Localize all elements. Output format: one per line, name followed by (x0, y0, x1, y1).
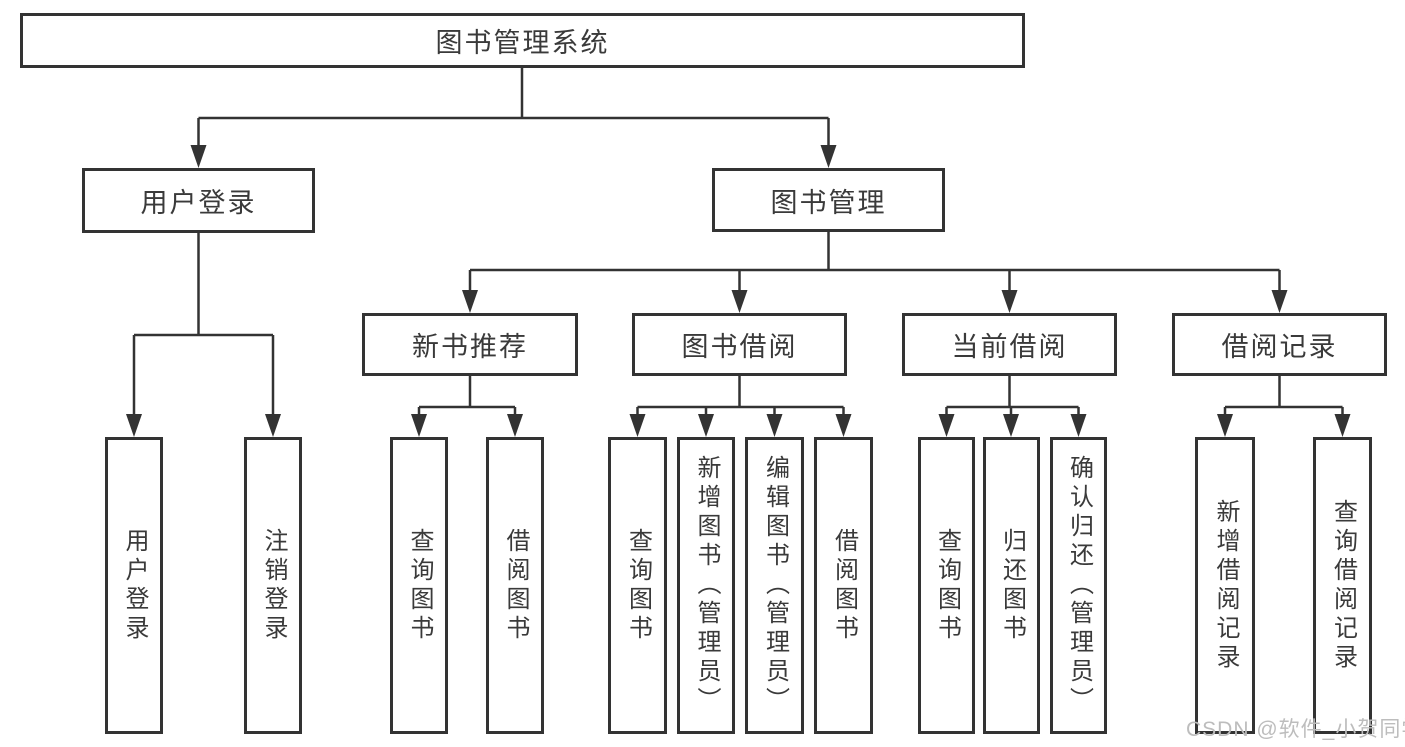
leaf-query-borrow-record: 查询借阅记录 (1313, 437, 1372, 734)
node-root: 图书管理系统 (20, 13, 1025, 68)
leaf-confirm-return-admin: 确认归还（管理员） (1050, 437, 1107, 734)
arrowhead (265, 414, 281, 437)
node-book-borrow: 图书借阅 (632, 313, 847, 376)
leaf-borrow-books: 借阅图书 (814, 437, 873, 734)
arrowhead (835, 414, 852, 437)
arrowhead (462, 290, 478, 313)
arrowhead (731, 290, 748, 313)
arrowhead (1334, 414, 1351, 437)
node-current-borrow: 当前借阅 (902, 313, 1117, 376)
arrowhead (411, 414, 427, 437)
node-user-login: 用户登录 (82, 168, 315, 233)
leaf-edit-book-admin: 编辑图书（管理员） (745, 437, 804, 734)
arrowhead (126, 414, 142, 437)
leaf-query-books-current: 查询图书 (918, 437, 975, 734)
arrowhead (698, 414, 714, 437)
arrowhead (190, 145, 207, 168)
arrowhead (766, 414, 783, 437)
leaf-borrow-books-recommend: 借阅图书 (486, 437, 544, 734)
arrowhead (629, 414, 646, 437)
arrowhead (1217, 414, 1233, 437)
arrowhead (938, 414, 955, 437)
watermark: CSDN @软件_小贺同学 (1186, 718, 1405, 741)
arrowhead (1003, 414, 1019, 437)
arrowhead (1070, 414, 1087, 437)
arrowhead (1271, 290, 1288, 313)
leaf-add-borrow-record: 新增借阅记录 (1195, 437, 1255, 734)
leaf-query-books-borrow: 查询图书 (608, 437, 667, 734)
leaf-logout: 注销登录 (244, 437, 302, 734)
arrowhead (1001, 290, 1018, 313)
leaf-add-book-admin: 新增图书（管理员） (677, 437, 735, 734)
node-borrow-record: 借阅记录 (1172, 313, 1387, 376)
leaf-query-books-recommend: 查询图书 (390, 437, 448, 734)
leaf-return-book: 归还图书 (983, 437, 1040, 734)
arrowhead (507, 414, 523, 437)
arrowhead (820, 145, 837, 168)
node-book-management: 图书管理 (712, 168, 945, 232)
leaf-user-login: 用户登录 (105, 437, 163, 734)
node-new-book-recommend: 新书推荐 (362, 313, 578, 376)
